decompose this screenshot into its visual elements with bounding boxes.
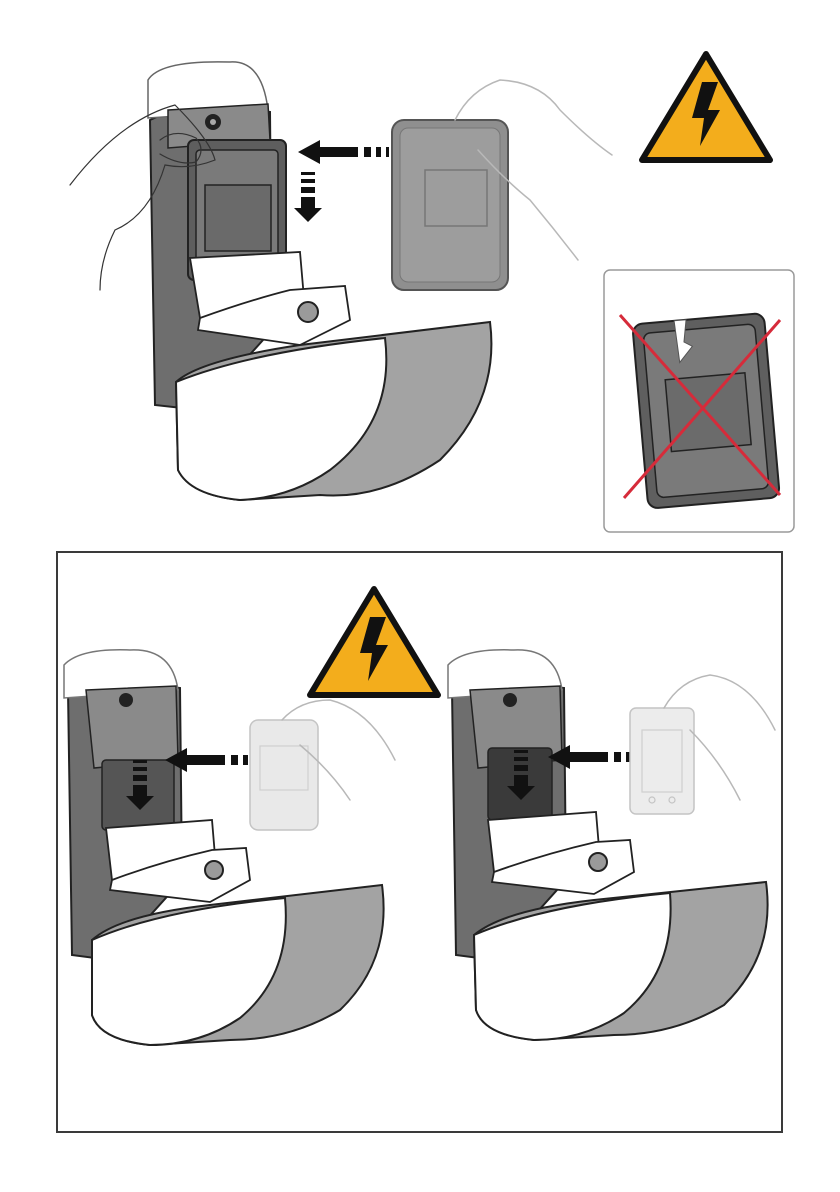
battery-pack xyxy=(392,80,612,290)
prohibited-inset xyxy=(604,270,794,532)
high-voltage-warning-icon xyxy=(642,54,770,160)
down-arrow-icon xyxy=(294,172,322,222)
insert-arrow-icon xyxy=(298,140,389,164)
